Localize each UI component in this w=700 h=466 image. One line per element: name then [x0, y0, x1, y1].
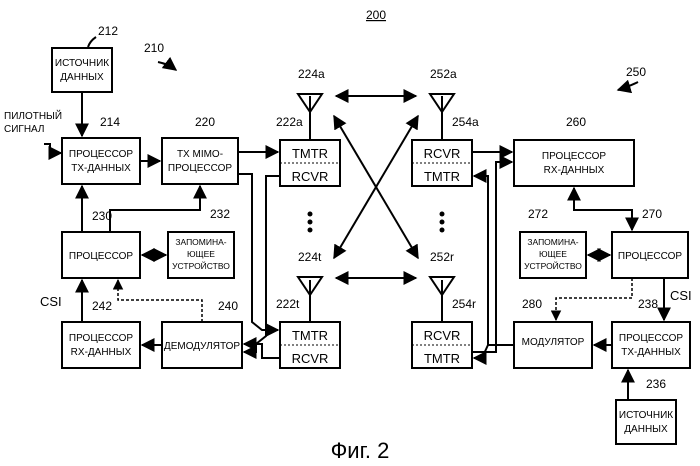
right-processor-label: ПРОЦЕССОР [618, 251, 682, 262]
left-transceiver-a-ref: 222a [276, 115, 303, 129]
right-tx-data-processor-ref: 238 [638, 297, 658, 311]
right-tx-data-processor-box [612, 322, 690, 368]
tx-mimo-processor-ref: 220 [195, 115, 215, 129]
right-data-source-line1: ИСТОЧНИК [619, 410, 673, 421]
right-tx-data-processor-line1: ПРОЦЕССОР [619, 333, 683, 344]
right-rx-data-processor-box [514, 140, 634, 186]
left-memory-line3: УСТРОЙСТВО [172, 260, 230, 271]
right-tx-data-processor-line2: ТХ-ДАННЫХ [621, 347, 681, 358]
right-transceiver-r-top: RCVR [424, 328, 461, 343]
mimo-to-tmtr-t-arrow [238, 174, 278, 330]
left-tx-data-processor-box [62, 138, 140, 184]
left-tx-data-processor-line1: ПРОЦЕССОР [69, 149, 133, 160]
left-memory-line1: ЗАПОМИНА- [175, 237, 226, 247]
left-transceiver-a-bottom: RCVR [292, 169, 329, 184]
left-data-source-line2: ДАННЫХ [60, 72, 104, 83]
left-transceiver-t-top: TMTR [292, 328, 328, 343]
tx-mimo-processor-line2: ПРОЦЕССОР [168, 163, 232, 174]
left-rx-data-processor-line2: RX-ДАННЫХ [71, 347, 132, 358]
right-antenna-a-ref: 252a [430, 67, 457, 81]
system-left-ref: 210 [144, 41, 164, 55]
left-tx-data-processor-line2: ТХ-ДАННЫХ [71, 163, 131, 174]
system-right-ref: 250 [626, 65, 646, 79]
right-memory-ref: 272 [528, 207, 548, 221]
right-transceiver-a-top: RCVR [424, 146, 461, 161]
right-transceiver-a-ref: 254a [452, 115, 479, 129]
proc-to-mimo-arrow [110, 186, 200, 232]
left-data-source-line1: ИСТОЧНИК [55, 58, 109, 69]
left-rx-data-processor-line1: ПРОЦЕССОР [69, 333, 133, 344]
modulator-label: МОДУЛЯТОР [522, 337, 585, 348]
rcvr-a-to-demod [244, 176, 280, 352]
left-transceiver-t-ref: 222t [276, 297, 300, 311]
tx-mimo-processor-box [162, 138, 238, 184]
left-antenna-a-ref: 224a [298, 67, 325, 81]
pilot-label-line2: СИГНАЛ [4, 124, 45, 135]
proc-to-mod-dashed [556, 278, 632, 320]
figure-number: 200 [366, 8, 386, 22]
left-memory-line2: ЮЩЕЕ [187, 249, 215, 259]
right-rx-data-processor-line2: RX-ДАННЫХ [544, 165, 605, 176]
left-rx-data-processor-box [62, 322, 140, 368]
left-data-source-ref: 212 [98, 24, 118, 38]
right-data-source-box [616, 400, 676, 444]
right-csi-label: CSI [670, 288, 692, 303]
left-transceiver-t-bottom: RCVR [292, 351, 329, 366]
rcvr-r-to-rxdata [472, 162, 512, 352]
right-data-source-line2: ДАННЫХ [624, 424, 668, 435]
demodulator-label: ДЕМОДУЛЯТОР [164, 341, 240, 352]
mod-to-tmtr-a [474, 176, 514, 345]
right-rx-data-processor-ref: 260 [566, 115, 586, 129]
modulator-ref: 280 [522, 297, 542, 311]
left-memory-ref: 232 [210, 207, 230, 221]
right-memory-line2: ЮЩЕЕ [539, 249, 567, 259]
system-right-pointer [618, 82, 638, 90]
left-transceiver-a-top: TMTR [292, 146, 328, 161]
demod-to-proc-dashed [118, 280, 202, 322]
left-data-source-box [52, 48, 112, 92]
left-tx-data-processor-ref: 214 [100, 115, 120, 129]
demodulator-ref: 240 [218, 299, 238, 313]
right-transceiver-r-ref: 254r [452, 297, 476, 311]
right-data-source-ref: 236 [646, 377, 666, 391]
right-processor-ref: 270 [642, 207, 662, 221]
right-transceiver-r-bottom: TMTR [424, 351, 460, 366]
left-rx-data-processor-ref: 242 [92, 299, 112, 313]
right-memory-line1: ЗАПОМИНА- [527, 237, 578, 247]
left-csi-label: CSI [40, 294, 62, 309]
pilot-arrow [44, 144, 61, 153]
figure-caption: Фиг. 2 [331, 438, 390, 463]
rxdata-proc-link [574, 188, 632, 230]
left-antenna-t-ref: 224t [298, 250, 322, 264]
right-transceiver-a-bottom: TMTR [424, 169, 460, 184]
right-antenna-r-ref: 252r [430, 250, 454, 264]
ref-leader [88, 37, 96, 47]
tx-mimo-processor-line1: TX MIMO- [177, 149, 223, 160]
left-processor-label: ПРОЦЕССОР [69, 251, 133, 262]
pilot-label-line1: ПИЛОТНЫЙ [4, 109, 62, 122]
system-left-pointer [158, 62, 176, 70]
right-rx-data-processor-line1: ПРОЦЕССОР [542, 151, 606, 162]
right-memory-line3: УСТРОЙСТВО [524, 260, 582, 271]
